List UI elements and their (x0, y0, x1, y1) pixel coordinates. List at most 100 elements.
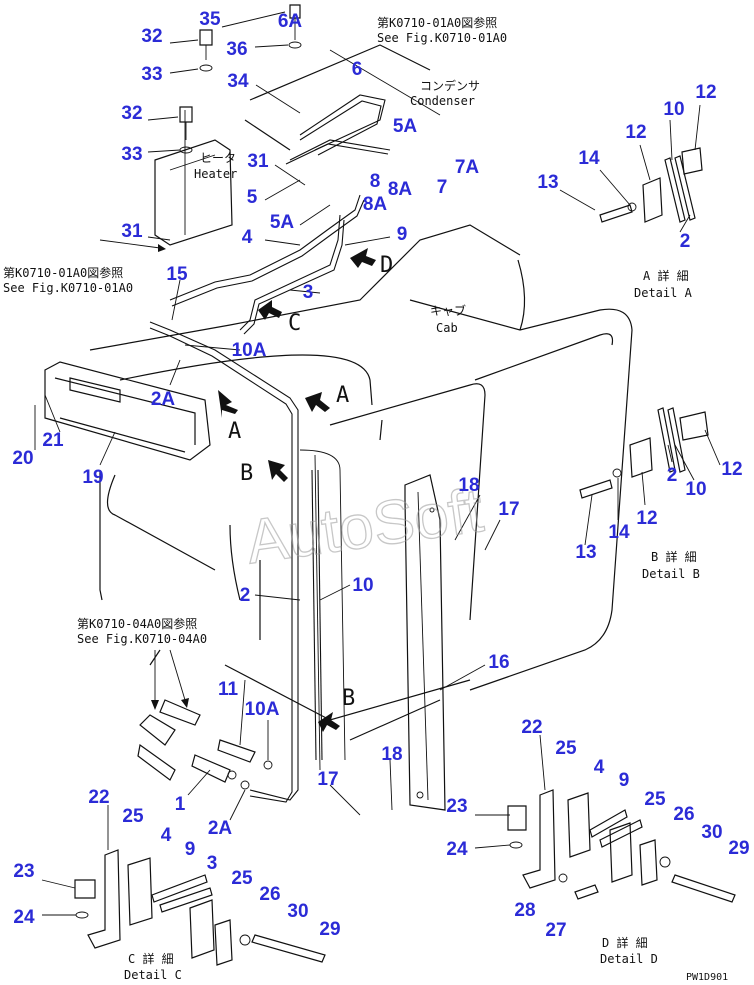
heater-en: Heater (194, 167, 237, 181)
detail-a-drawing (599, 147, 703, 223)
callout-c12a: 12 (625, 122, 646, 143)
detail-c-drawing (74, 849, 326, 966)
view-arrow-c (258, 300, 282, 320)
detail-b-en: Detail B (642, 567, 700, 581)
condenser-unit (244, 44, 441, 151)
callout-c8A: 8A (388, 179, 413, 200)
callout-c9b: 9 (619, 770, 630, 791)
detail-d-drawing (507, 789, 736, 903)
callout-c14b: 14 (608, 522, 630, 543)
callout-c26b: 26 (259, 884, 280, 905)
callout-c10a: 10 (352, 575, 373, 596)
callout-c31a: 31 (247, 151, 269, 172)
heater-unit (154, 110, 233, 246)
detail-b-jp: B 詳 細 (651, 549, 697, 564)
callout-c34: 34 (227, 71, 249, 92)
condenser-jp: コンデンサ (420, 78, 480, 93)
view-letters: A A B B C D (228, 253, 393, 711)
callout-c5: 5 (247, 187, 258, 208)
callout-c8: 8 (370, 171, 381, 192)
view-letter-b2: B (342, 686, 355, 711)
watermark-text: AutoSoft (242, 476, 487, 577)
detail-d-en: Detail D (600, 952, 658, 966)
ref-mid-jp: 第K0710-04A0図参照 (77, 616, 197, 631)
view-letter-d: D (380, 253, 393, 278)
callout-c21: 21 (42, 430, 64, 451)
callout-c12d: 12 (636, 508, 657, 529)
callout-c2Ab: 2A (208, 818, 233, 839)
callout-c10Aa: 10A (232, 340, 267, 361)
callout-c18a: 18 (381, 744, 402, 765)
cab-jp: キャブ (430, 303, 466, 318)
callout-c1: 1 (175, 794, 186, 815)
callout-c32a: 32 (141, 26, 162, 47)
view-arrow-b-upper (268, 460, 288, 482)
callout-c22a: 22 (521, 717, 542, 738)
hose-fittings (137, 699, 273, 790)
callout-c4c: 4 (161, 825, 172, 846)
annotation-notes: 第K0710-01A0図参照 See Fig.K0710-01A0 第K0710… (3, 15, 507, 646)
callout-c13b: 13 (575, 542, 596, 563)
callout-c2c: 2 (667, 465, 678, 486)
callout-c12c: 12 (721, 459, 742, 480)
callout-c33b: 33 (121, 144, 142, 165)
callout-c9: 9 (397, 224, 408, 245)
callout-c24a: 24 (446, 839, 468, 860)
callout-c3b: 3 (207, 853, 218, 874)
callout-c2b: 2 (680, 231, 691, 252)
callout-c6A: 6A (278, 11, 303, 32)
callout-c24b: 24 (13, 907, 35, 928)
detail-a-jp: A 詳 細 (643, 268, 689, 283)
ref-left-en: See Fig.K0710-01A0 (3, 281, 133, 295)
pillar-part (404, 474, 446, 811)
detail-d-jp: D 詳 細 (602, 935, 648, 950)
callout-c2Aa: 2A (151, 389, 176, 410)
cab-en: Cab (436, 321, 458, 335)
callout-c25a: 25 (555, 738, 577, 759)
view-arrow-a-lower (218, 390, 238, 418)
callout-c20: 20 (12, 448, 33, 469)
callout-c29a: 29 (728, 838, 749, 859)
callout-c25c: 25 (122, 806, 144, 827)
condenser-en: Condenser (410, 94, 475, 108)
callout-c8Ab: 8A (363, 194, 388, 215)
view-arrows (218, 248, 376, 732)
callout-c16: 16 (488, 652, 509, 673)
view-arrow-b-lower (318, 712, 340, 732)
callout-c30b: 30 (287, 901, 308, 922)
detail-c-en: Detail C (124, 968, 182, 982)
callout-c36: 36 (226, 39, 247, 60)
ref-top-en: See Fig.K0710-01A0 (377, 31, 507, 45)
reference-arrows (99, 239, 189, 710)
callout-c10c: 10 (685, 479, 706, 500)
ref-left-jp: 第K0710-01A0図参照 (3, 265, 123, 280)
top-fasteners (179, 4, 302, 154)
callout-c5A: 5A (393, 116, 418, 137)
callout-c25b: 25 (644, 789, 666, 810)
pipe-runs (149, 94, 391, 803)
callout-c29b: 29 (319, 919, 340, 940)
callout-c30a: 30 (701, 822, 722, 843)
callout-c9c: 9 (185, 839, 196, 860)
callout-c26a: 26 (673, 804, 694, 825)
callout-c10b: 10 (663, 99, 684, 120)
ref-mid-en: See Fig.K0710-04A0 (77, 632, 207, 646)
detail-captions: A 詳 細 Detail A B 詳 細 Detail B C 詳 細 Deta… (124, 268, 728, 983)
callout-c15: 15 (166, 264, 188, 285)
ref-top-jp: 第K0710-01A0図参照 (377, 15, 497, 30)
figure-code: PW1D901 (686, 972, 728, 983)
callout-c7A: 7A (455, 157, 480, 178)
leader-lines (34, 11, 721, 916)
callout-c11: 11 (218, 679, 239, 700)
callout-c25d: 25 (231, 868, 253, 889)
callout-c2a: 2 (240, 585, 251, 606)
callout-c5Ab: 5A (270, 212, 295, 233)
view-arrow-a-upper (305, 392, 330, 412)
heater-jp: ヒータ (200, 151, 236, 165)
callout-c4b: 4 (594, 757, 605, 778)
view-letter-a1: A (336, 383, 349, 408)
callout-c32b: 32 (121, 103, 142, 124)
